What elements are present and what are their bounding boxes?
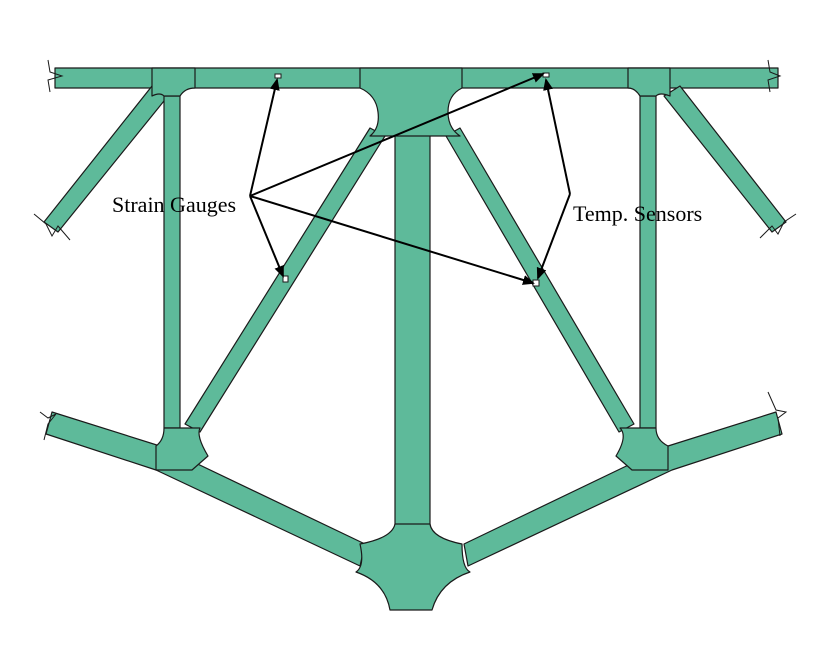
vertical-right xyxy=(639,95,657,429)
temp-sensors-label: Temp. Sensors xyxy=(573,201,703,226)
bottom-chord-left xyxy=(45,411,366,567)
gusset-bottom-right xyxy=(615,427,669,471)
arrow-strain-to-top xyxy=(249,78,280,197)
break-top-left xyxy=(47,59,64,93)
temp-sensor-marker-diagonal xyxy=(532,279,540,287)
gusset-top-center xyxy=(359,67,463,137)
arrow-strain-to-left-diagonal xyxy=(249,195,284,278)
break-bottom-left xyxy=(39,411,57,441)
gusset-top-right xyxy=(627,67,671,97)
arrow-temp-to-diagonal xyxy=(536,193,571,280)
break-right-diagonal xyxy=(759,213,797,239)
vertical-left xyxy=(163,95,181,429)
arrow-temp-to-top xyxy=(543,78,571,195)
arrow-strain-to-right-diagonal xyxy=(249,195,535,285)
diagonal-right-outer xyxy=(663,85,787,233)
strain-gauge-marker-diagonal xyxy=(282,275,289,283)
gusset-bottom-left xyxy=(155,427,209,471)
arrow-strain-to-top-right xyxy=(249,73,545,197)
gusset-bottom-center xyxy=(355,523,471,611)
break-left-diagonal xyxy=(33,213,71,241)
diagonal-right-inner xyxy=(445,127,635,433)
temp-sensor-marker-top xyxy=(542,72,550,78)
gusset-top-left xyxy=(151,67,196,97)
break-top-right xyxy=(767,59,782,93)
vertical-center xyxy=(394,134,431,528)
strain-gauge-marker-top xyxy=(274,73,282,79)
strain-gauges-label: Strain Gauges xyxy=(112,192,237,217)
break-bottom-right xyxy=(767,391,788,437)
